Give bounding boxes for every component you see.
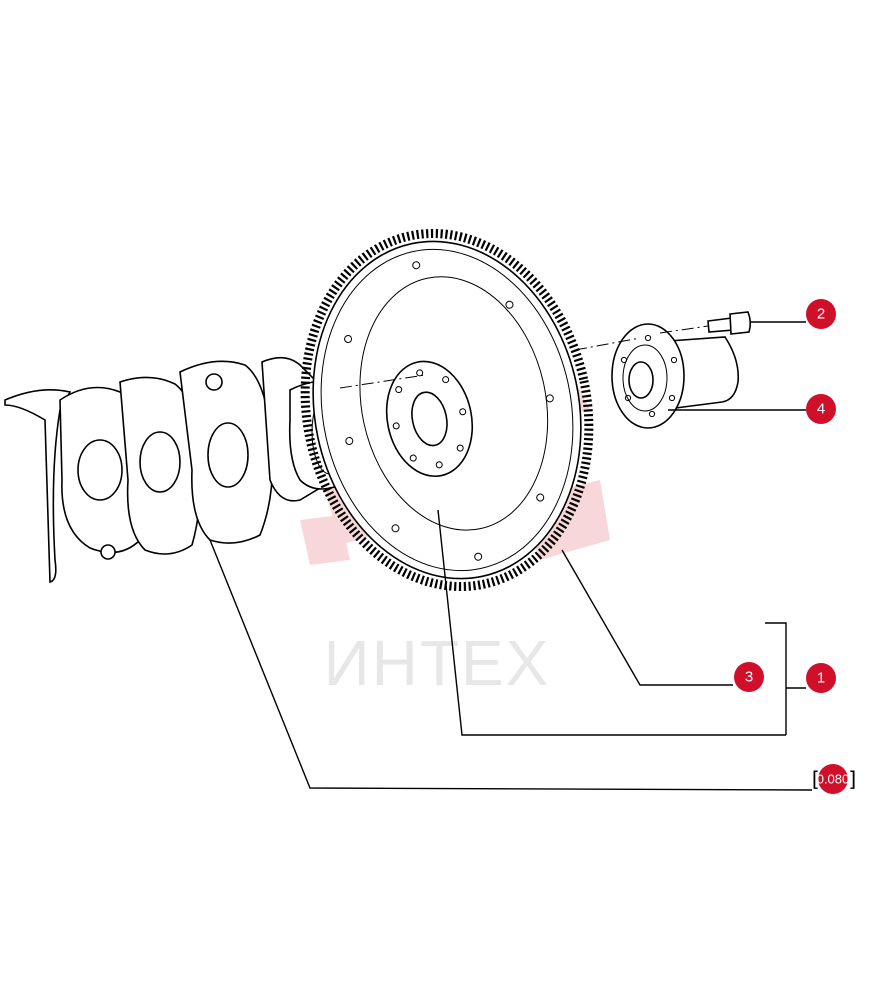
crankshaft-body — [4, 388, 72, 584]
callout-3-circle — [734, 662, 764, 692]
flywheel-bolt — [707, 311, 752, 335]
bearing-bore — [628, 361, 654, 399]
callout-1[interactable]: 1 — [806, 663, 836, 693]
reference-circle — [818, 764, 848, 794]
watermark-text: ИНТЕХ — [324, 627, 551, 699]
callout-3[interactable]: 3 — [734, 662, 764, 692]
leader-3 — [561, 549, 733, 686]
leader-ref — [209, 539, 813, 791]
crank-pin-2 — [139, 431, 181, 493]
flywheel-friction-face — [359, 276, 549, 531]
bearing-bolt-holes — [620, 334, 678, 418]
oil-hole-bottom — [100, 544, 116, 560]
ring-gear-inner-edge — [320, 248, 574, 572]
callout-1-circle — [806, 663, 836, 693]
callout-3-label: 3 — [745, 669, 753, 686]
clutch-bolt-holes — [344, 261, 554, 561]
bolt-head — [729, 311, 752, 335]
axis-hub-to-bearing — [574, 337, 641, 351]
axis-bearing-to-bolt — [659, 325, 709, 334]
axis-crank-to-hub — [339, 374, 426, 389]
callout-4-circle — [806, 394, 836, 424]
callout-2-circle — [806, 299, 836, 329]
bracket-1 — [765, 622, 787, 735]
reference-close-bracket: ] — [847, 767, 859, 791]
callout-4[interactable]: 4 — [806, 394, 836, 424]
reference-open-bracket: [ — [809, 767, 821, 791]
crank-pin-1 — [77, 439, 123, 501]
leader-lines — [209, 321, 813, 791]
alignment-lines — [339, 325, 709, 389]
callout-4-label: 4 — [817, 401, 825, 418]
callout-2-label: 2 — [817, 306, 825, 323]
callout-1-label: 1 — [817, 670, 825, 687]
pilot-bearing — [611, 323, 740, 429]
oil-hole-top — [205, 373, 223, 391]
callout-2[interactable]: 2 — [806, 299, 836, 329]
ring-gear-teeth — [300, 228, 594, 592]
bolt-shank — [707, 317, 734, 333]
crank-pin-3 — [207, 422, 249, 488]
reference-label: 0.080 — [817, 772, 850, 787]
flywheel — [300, 228, 594, 592]
hub-bolt-holes — [392, 369, 467, 469]
flywheel-center-bore — [411, 391, 448, 447]
reference-link[interactable]: [ 0.080 ] — [809, 764, 859, 794]
leader-flywheel-assembly — [437, 509, 786, 736]
bearing-flange-inner — [622, 344, 668, 412]
